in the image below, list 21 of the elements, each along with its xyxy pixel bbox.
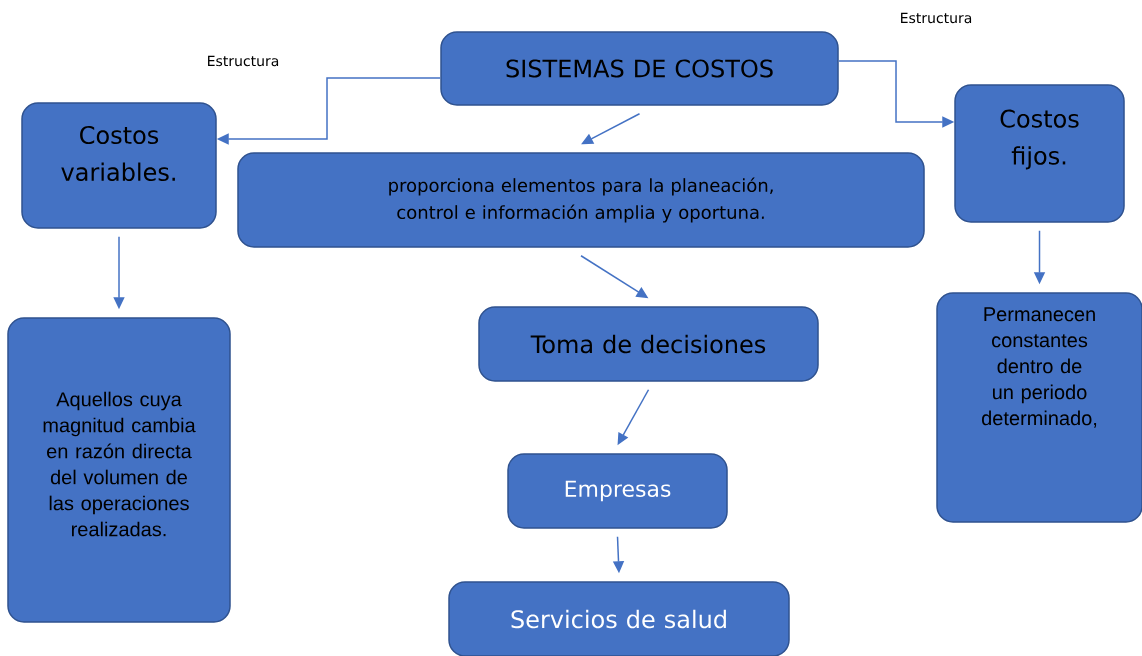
edge-label: Estructura	[205, 54, 281, 68]
process-box	[954, 84, 1125, 223]
process-box	[237, 152, 925, 248]
box-text: Servicios de salud	[511, 609, 726, 629]
process-box	[507, 453, 728, 529]
box-text: Costos variables.	[61, 125, 175, 182]
process-box	[936, 292, 1142, 523]
box-text: proporciona elementos para la planeación, control e información amplia y oportuna.	[389, 177, 773, 223]
process-box	[478, 306, 819, 382]
box-text: SISTEMAS DE COSTOS	[506, 59, 773, 78]
process-box	[440, 31, 839, 106]
box-text: Permanecen constantes dentro de un periodo determinado,	[982, 307, 1097, 428]
arrow	[581, 113, 641, 145]
box-text: Empresas	[565, 480, 671, 502]
box-text: Aquellos cuya magnitud cambia en razón directa del volumen de las operaciones realizadas.	[43, 391, 196, 537]
process-box	[21, 102, 217, 229]
box-text: Toma de decisiones	[530, 334, 766, 354]
box-text: Costos fijos.	[1000, 109, 1079, 170]
process-box	[7, 317, 231, 623]
process-box	[448, 581, 790, 656]
edge-label: Estructura	[898, 11, 974, 25]
